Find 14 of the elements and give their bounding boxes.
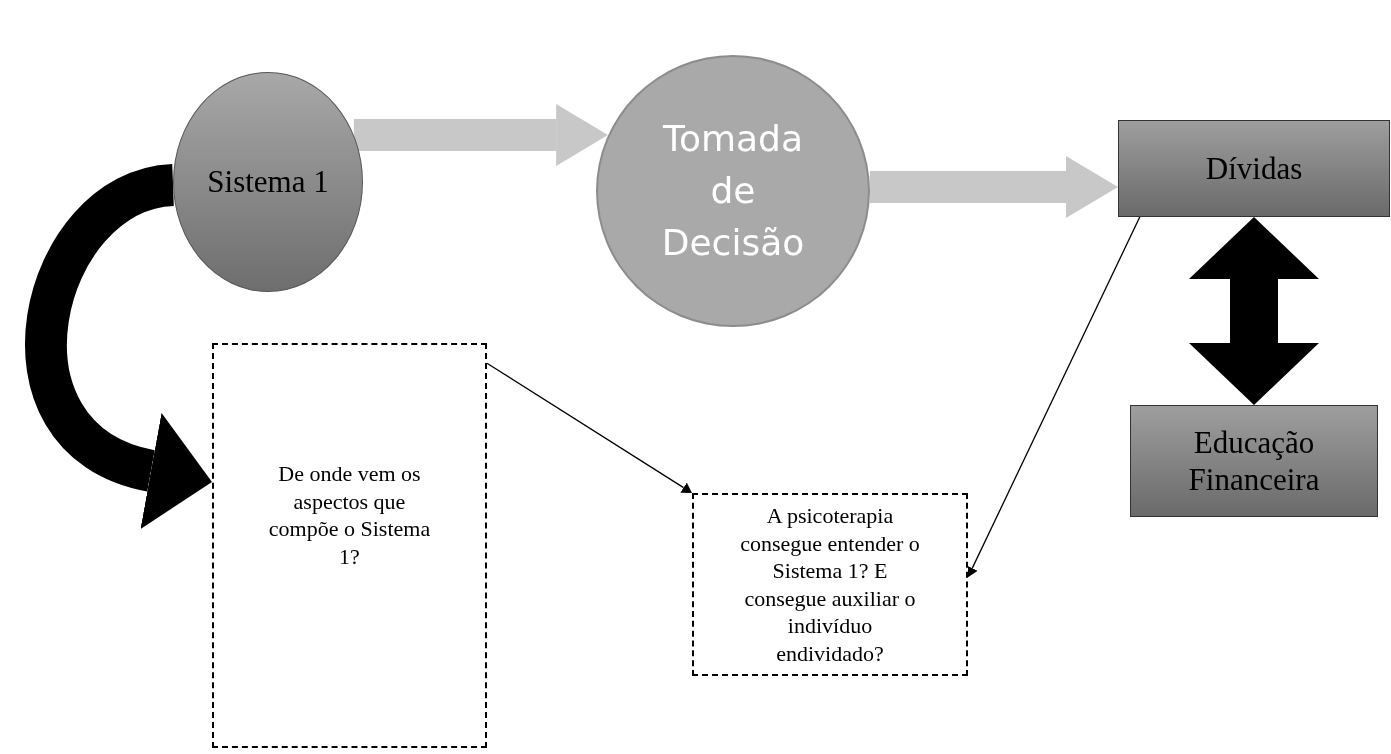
arrow	[1189, 217, 1319, 405]
arrow	[486, 362, 692, 493]
process-box	[1130, 405, 1378, 517]
node-text: De onde vem os aspectos que compõe o Sistema 1?	[267, 460, 432, 570]
question-box	[692, 493, 968, 676]
node-text: Sistema 1	[207, 164, 329, 200]
node-text: Tomada de Decisão	[660, 116, 806, 266]
node-text: A psicoterapia consegue entender o Sistema 1? E consegue auxiliar o indivíduo endividado?	[739, 502, 921, 667]
node-text: Dívidas	[1205, 150, 1303, 187]
process-box	[1118, 120, 1390, 217]
node-text: Educação Financeira	[1187, 423, 1321, 499]
arrow	[353, 104, 609, 166]
arrow	[869, 156, 1118, 218]
question-box	[212, 343, 487, 748]
